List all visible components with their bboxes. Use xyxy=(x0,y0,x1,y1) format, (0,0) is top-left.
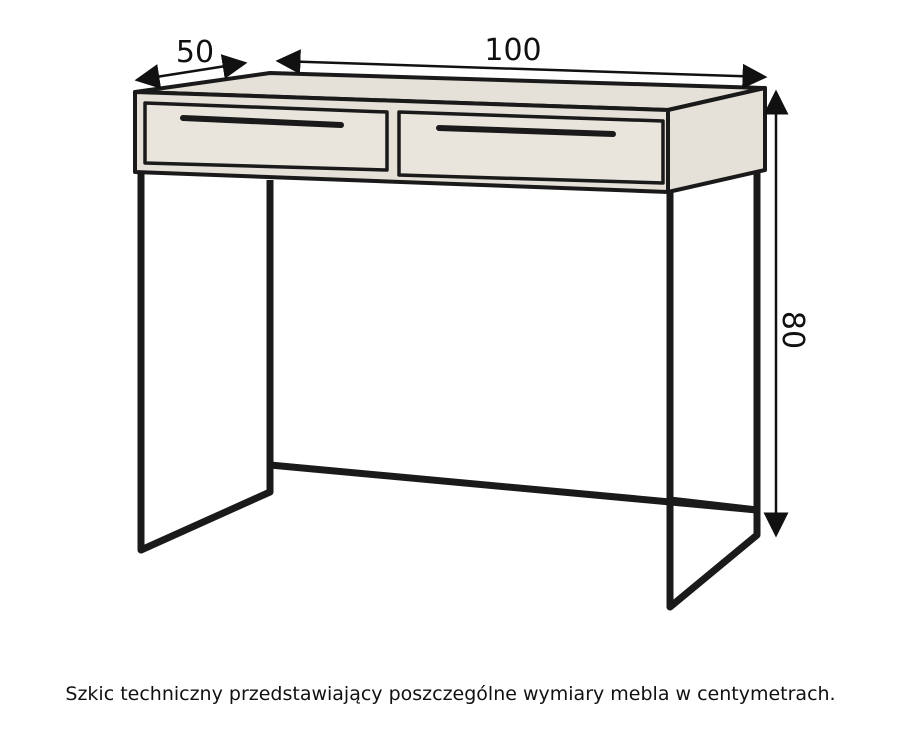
drawer-right xyxy=(397,110,665,185)
handle-left xyxy=(180,115,344,128)
width-label: 100 xyxy=(484,33,541,68)
drawer-left xyxy=(143,101,389,172)
metal-frame xyxy=(137,172,761,611)
height-label: 80 xyxy=(775,311,810,349)
depth-arrow xyxy=(134,54,248,89)
handle-right xyxy=(436,125,616,137)
depth-label: 50 xyxy=(176,35,214,70)
width-arrow xyxy=(275,49,768,89)
caption: Szkic techniczny przedstawiający poszcze… xyxy=(65,683,836,705)
